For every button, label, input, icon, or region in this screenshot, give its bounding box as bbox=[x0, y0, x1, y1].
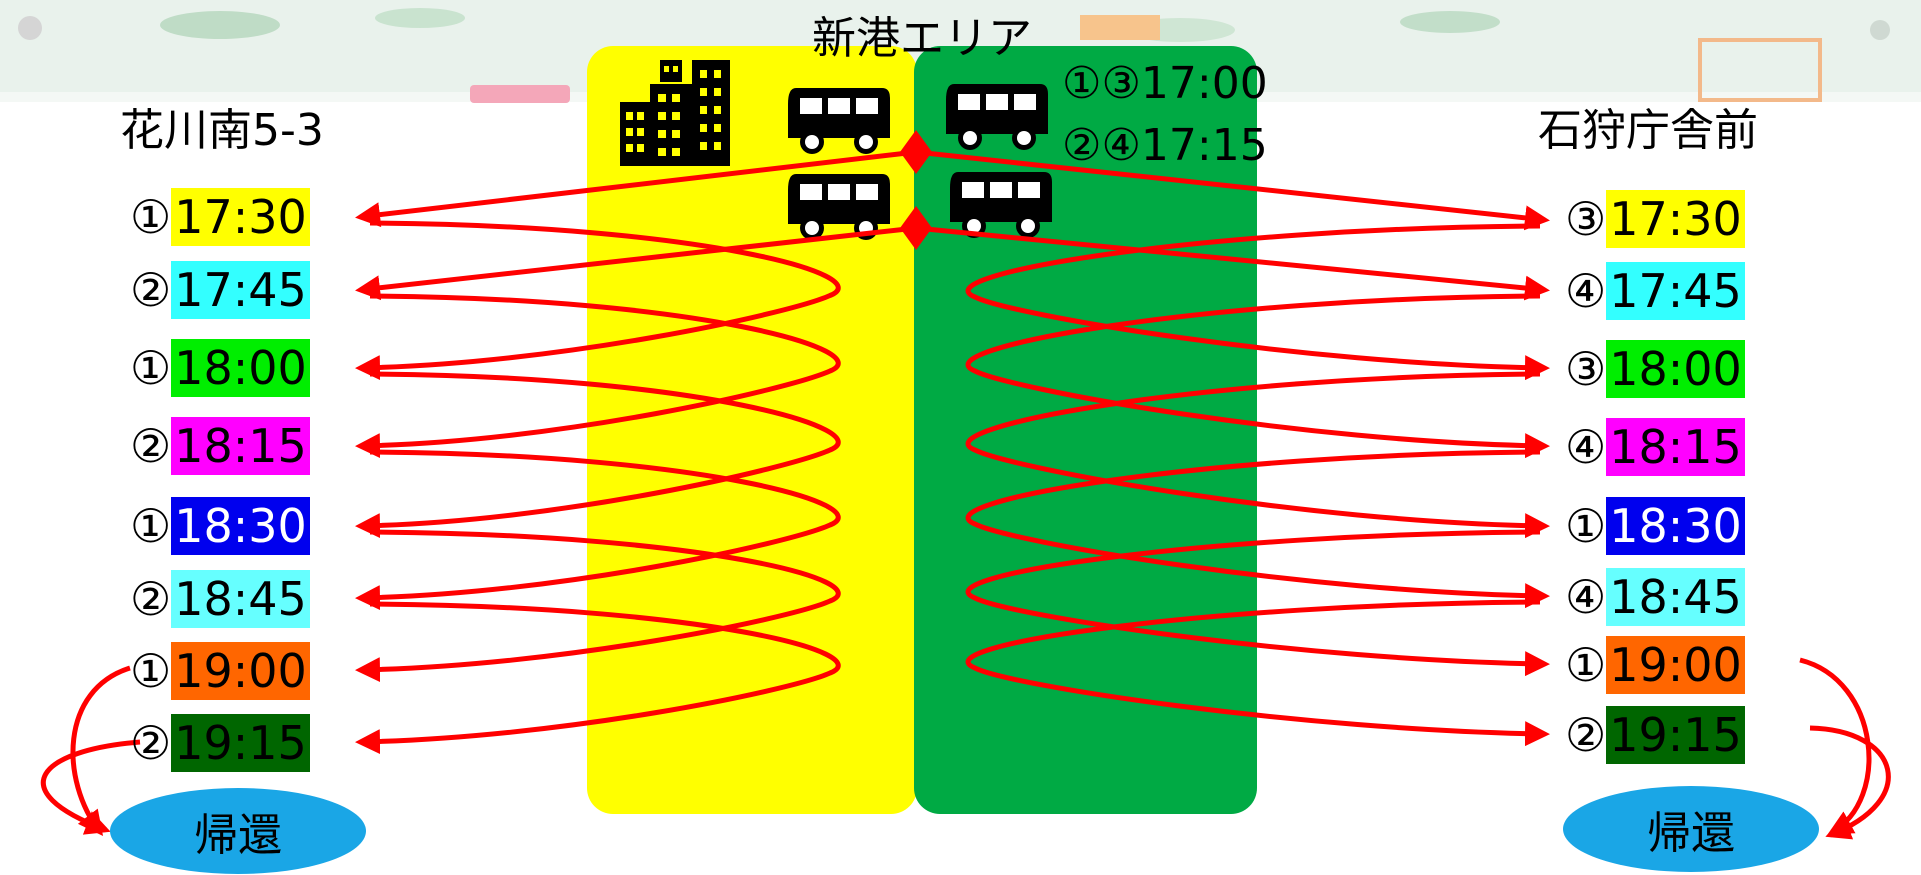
bus-number: ② bbox=[130, 419, 172, 473]
bus-number: ② bbox=[130, 572, 172, 626]
bus-icon bbox=[946, 84, 1048, 150]
return-label-right: 帰還 bbox=[1647, 808, 1735, 859]
departure-time: 18:45 bbox=[1606, 568, 1745, 626]
departure-time: 18:15 bbox=[171, 417, 310, 475]
return-arrow bbox=[1809, 725, 1891, 840]
bus-number: ③ bbox=[1565, 342, 1607, 396]
departure-time: 18:00 bbox=[171, 339, 310, 397]
departure-time: 17:30 bbox=[1606, 190, 1745, 248]
bus-number: ① bbox=[1565, 499, 1607, 553]
departure-time: 18:45 bbox=[171, 570, 310, 628]
bus-number: ④ bbox=[1565, 420, 1607, 474]
return-arrow bbox=[1799, 657, 1872, 835]
departure-time: 18:30 bbox=[171, 497, 310, 555]
bus-number: ② bbox=[130, 263, 172, 317]
departure-time: 19:15 bbox=[1606, 706, 1745, 764]
departure-time: 18:00 bbox=[1606, 340, 1745, 398]
return-oval-left: 帰還 bbox=[110, 788, 366, 874]
departure-time: 18:15 bbox=[1606, 418, 1745, 476]
bus-icon bbox=[788, 174, 890, 240]
departure-time: 19:00 bbox=[1606, 636, 1745, 694]
right-stop-name: 石狩庁舎前 bbox=[1538, 105, 1758, 156]
departure-info-1: ①③17:00 bbox=[1062, 58, 1268, 109]
bus-number: ① bbox=[130, 644, 172, 698]
left-stop-name: 花川南5-3 bbox=[120, 105, 324, 156]
bus-number: ① bbox=[130, 190, 172, 244]
bus-icon bbox=[950, 172, 1052, 238]
departure-time: 17:45 bbox=[1606, 262, 1745, 320]
departure-time: 19:15 bbox=[171, 714, 310, 772]
departure-time: 17:45 bbox=[171, 261, 310, 319]
bus-number: ① bbox=[1565, 638, 1607, 692]
departure-info-2: ②④17:15 bbox=[1062, 120, 1268, 171]
departure-time: 18:30 bbox=[1606, 497, 1745, 555]
area-title: 新港エリア bbox=[812, 13, 1032, 64]
bus-number: ② bbox=[130, 716, 172, 770]
return-label-left: 帰還 bbox=[194, 810, 282, 861]
buildings-icon bbox=[620, 60, 730, 166]
return-arrow bbox=[70, 665, 131, 836]
departure-time: 17:30 bbox=[171, 188, 310, 246]
bus-icon bbox=[788, 88, 890, 154]
bus-number: ② bbox=[1565, 708, 1607, 762]
bus-number: ④ bbox=[1565, 264, 1607, 318]
bus-number: ① bbox=[130, 499, 172, 553]
departure-time: 19:00 bbox=[171, 642, 310, 700]
bus-number: ③ bbox=[1565, 192, 1607, 246]
bus-number: ④ bbox=[1565, 570, 1607, 624]
bus-number: ① bbox=[130, 341, 172, 395]
return-oval-right: 帰還 bbox=[1563, 786, 1819, 872]
